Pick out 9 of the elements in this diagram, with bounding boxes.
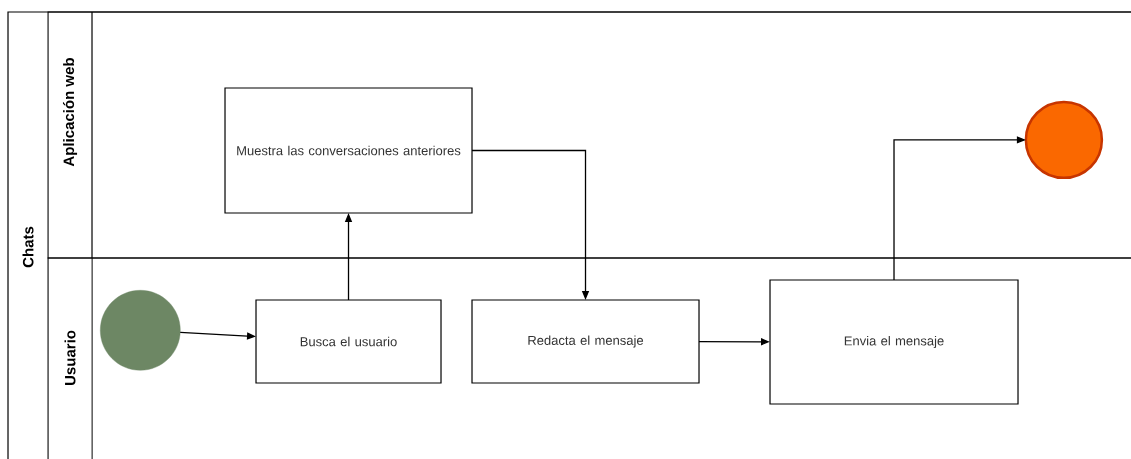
process-box: Redacta el mensaje <box>471 299 700 384</box>
process-box: Muestra las conversaciones anteriores <box>224 87 473 214</box>
process-box: Busca el usuario <box>255 299 442 384</box>
lane-label: Aplicación web <box>62 58 78 167</box>
lane-label: Usuario <box>64 330 76 386</box>
start-event-circle <box>100 290 181 371</box>
end-event-circle <box>1024 100 1104 180</box>
pool-label: Chats <box>22 226 34 268</box>
process-box: Envia el mensaje <box>769 279 1019 405</box>
